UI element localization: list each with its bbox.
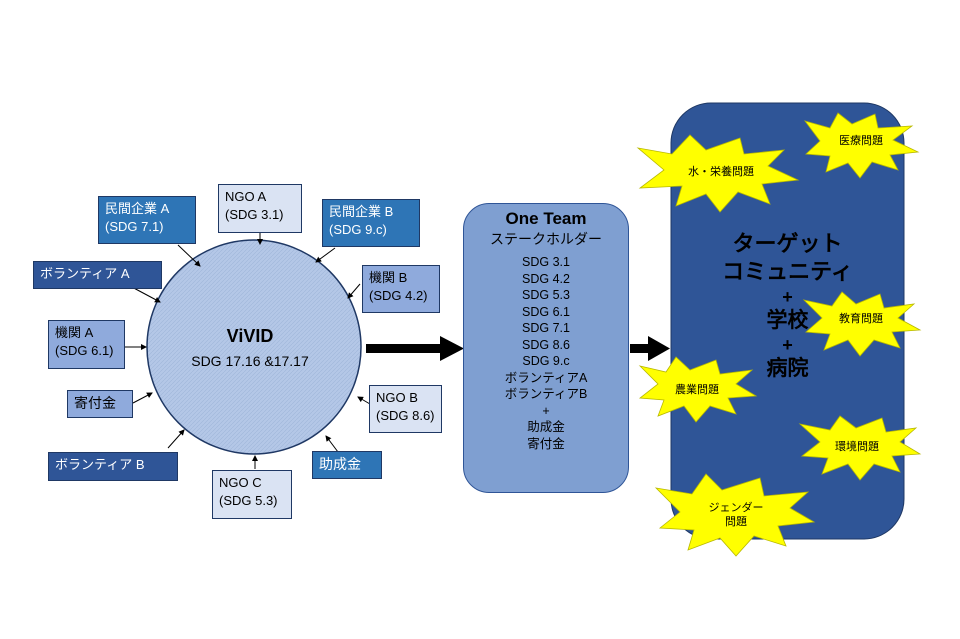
- stakeholder-grant: 助成金: [312, 451, 382, 479]
- target-line1: ターゲット: [732, 231, 843, 256]
- stakeholder-label: 民間企業 B: [329, 204, 394, 219]
- stakeholder-ngo-c: NGO C (SDG 5.3): [212, 470, 292, 519]
- stakeholder-sdg: (SDG 7.1): [105, 219, 164, 234]
- issue-water-nutrition: 水・栄養問題: [688, 166, 754, 178]
- stakeholder-label: NGO C: [219, 475, 262, 490]
- stakeholder-label: NGO A: [225, 189, 267, 204]
- stakeholder-label: 寄付金: [74, 395, 116, 411]
- issue-agriculture: 農業問題: [675, 384, 719, 396]
- stakeholder-volunteer-a: ボランティア A: [33, 261, 162, 289]
- stakeholder-label: 助成金: [319, 456, 361, 472]
- one-team-item: SDG 6.1: [522, 304, 570, 319]
- target-plus-2: +: [782, 335, 793, 355]
- one-team-item: SDG 3.1: [522, 255, 570, 269]
- stakeholder-donation: 寄付金: [67, 390, 133, 418]
- one-team-subtitle: ステークホルダー: [490, 231, 602, 247]
- flow-arrow-2: [630, 336, 670, 361]
- stakeholder-agency-b: 機関 B (SDG 4.2): [362, 265, 440, 313]
- stakeholder-sdg: (SDG 3.1): [225, 207, 284, 222]
- one-team-item: SDG 7.1: [522, 321, 570, 335]
- one-team-item: ボランティアA: [504, 370, 588, 385]
- vivid-title: ViVID: [226, 326, 274, 346]
- stakeholder-volunteer-b: ボランティア B: [48, 452, 178, 481]
- stakeholder-sdg: (SDG 8.6): [376, 408, 435, 423]
- one-team-item: SDG 9.c: [522, 354, 570, 368]
- stakeholder-sdg: (SDG 5.3): [219, 493, 278, 508]
- burst-education: [802, 291, 922, 357]
- stakeholder-sdg: (SDG 9.c): [329, 222, 387, 237]
- issue-education: 教育問題: [839, 313, 883, 325]
- one-team-item: +: [542, 403, 550, 418]
- stakeholder-label: ボランティア B: [55, 457, 145, 472]
- flow-arrow-1: [366, 336, 464, 361]
- stakeholder-label: 機関 B: [369, 270, 408, 285]
- one-team-item: 寄付金: [527, 436, 565, 451]
- vivid-subtitle: SDG 17.16 &17.17: [191, 353, 309, 369]
- issue-gender: ジェンダー 問題: [696, 501, 776, 529]
- issue-gender-line1: ジェンダー: [708, 502, 764, 514]
- one-team-item: SDG 4.2: [522, 271, 570, 286]
- stakeholder-label: ボランティア A: [40, 266, 130, 281]
- target-line2: コミュニティ: [722, 259, 853, 284]
- stakeholder-label: NGO B: [376, 390, 418, 405]
- stakeholder-ngo-a: NGO A (SDG 3.1): [218, 184, 302, 233]
- issue-medical: 医療問題: [839, 135, 883, 147]
- one-team-item: SDG 8.6: [522, 337, 570, 352]
- stakeholder-sdg: (SDG 4.2): [369, 288, 428, 303]
- target-plus-1: +: [782, 287, 793, 307]
- vivid-label: ViVID SDG 17.16 &17.17: [150, 326, 350, 369]
- burst-gender: [654, 473, 816, 557]
- stakeholder-private-company-b: 民間企業 B (SDG 9.c): [322, 199, 420, 247]
- burst-environment: [798, 415, 922, 481]
- target-hospital: 病院: [766, 357, 809, 380]
- one-team-item: 助成金: [527, 420, 565, 434]
- stakeholder-sdg: (SDG 6.1): [55, 343, 114, 358]
- one-team-item: SDG 5.3: [522, 288, 570, 302]
- stakeholder-label: 民間企業 A: [105, 201, 170, 216]
- one-team-box: One Team ステークホルダー SDG 3.1 SDG 4.2 SDG 5.…: [463, 203, 629, 493]
- burst-medical: [803, 112, 920, 179]
- burst-agriculture: [638, 356, 758, 423]
- target-community-label: ターゲット コミュニティ + 学校 + 病院: [700, 230, 875, 382]
- one-team-title: One Team: [505, 209, 587, 228]
- vivid-circle: [146, 239, 362, 455]
- stakeholder-agency-a: 機関 A (SDG 6.1): [48, 320, 125, 369]
- target-school: 学校: [766, 309, 809, 332]
- burst-water: [636, 134, 800, 213]
- stakeholder-ngo-b: NGO B (SDG 8.6): [369, 385, 442, 433]
- issue-bursts: [636, 112, 922, 557]
- stakeholder-private-company-a: 民間企業 A (SDG 7.1): [98, 196, 196, 244]
- one-team-item: ボランティアB: [504, 387, 588, 401]
- issue-environment: 環境問題: [835, 441, 879, 453]
- issue-gender-line2: 問題: [725, 516, 747, 528]
- stakeholder-label: 機関 A: [55, 325, 94, 340]
